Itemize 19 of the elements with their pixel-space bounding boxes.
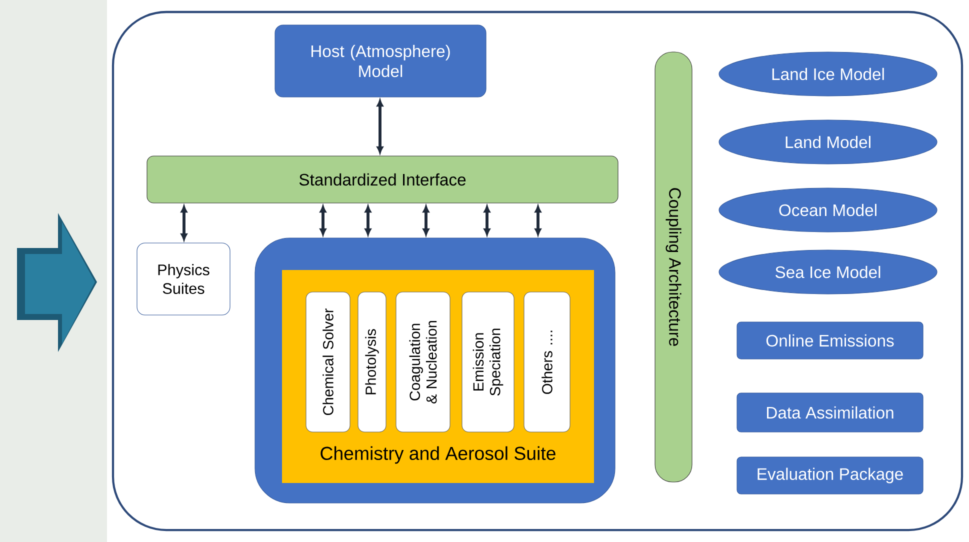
component-box: Online Emissions: [736, 322, 924, 360]
model-box: Host (Atmosphere) Model: [274, 24, 486, 98]
arrow: [376, 100, 384, 154]
arrow: [484, 206, 490, 236]
physics-box: Physics Suites: [136, 242, 230, 316]
arrow: [364, 206, 372, 236]
component-box: Data Assimilation: [736, 392, 924, 432]
process-box: Others ....: [524, 292, 570, 432]
process-box: Chemical Solver: [306, 292, 350, 432]
process-box: Coagulation & Nucleation: [396, 292, 450, 432]
process-box: Photolysis: [358, 292, 386, 432]
arrow: [320, 206, 326, 236]
interface-bar: Standardized Interface: [146, 156, 618, 204]
coupling-bar: Coupling Architecture: [654, 52, 692, 482]
arrow: [422, 206, 430, 236]
arrow: [534, 206, 542, 236]
process-box: Emission Speciation: [462, 292, 514, 432]
component-box: Evaluation Package: [736, 456, 924, 494]
arrow: [180, 206, 188, 240]
